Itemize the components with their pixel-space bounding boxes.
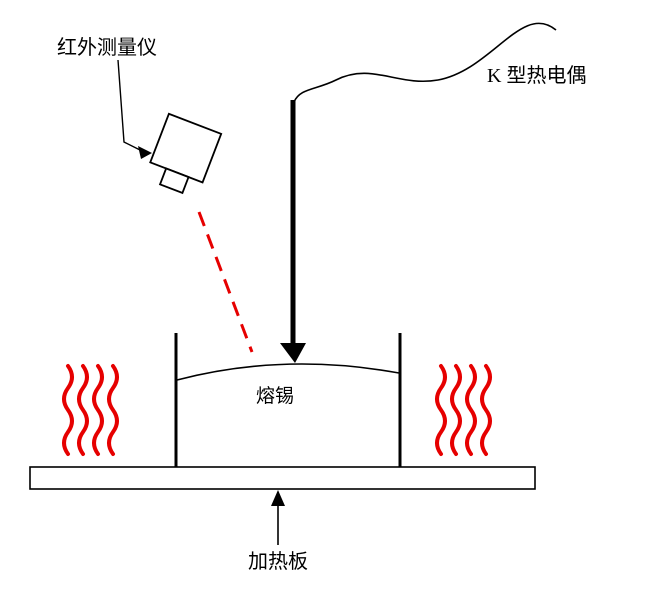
infrared-label: 红外测量仪: [57, 36, 157, 59]
infrared-leader-arrowhead-icon: [138, 146, 152, 159]
heating-plate-arrowhead-icon: [271, 490, 285, 506]
infrared-device-body: [149, 112, 223, 184]
heat-wave-icon: [77, 364, 89, 456]
heating-plate-arrow: [271, 490, 285, 545]
heat-waves-right: [435, 364, 492, 456]
heat-wave-icon: [465, 364, 477, 456]
solder-surface: [176, 363, 400, 381]
infrared-device-lens: [158, 167, 190, 195]
solder-label: 熔锡: [256, 385, 294, 407]
heating-plate: [29, 466, 536, 490]
infrared-beam: [197, 211, 254, 353]
heat-wave-icon: [92, 364, 104, 456]
thermocouple-tip-icon: [280, 343, 306, 363]
heat-waves-left: [62, 364, 119, 456]
infrared-device: [149, 112, 223, 195]
infrared-leader-line: [117, 59, 141, 151]
heat-wave-icon: [107, 364, 119, 456]
heat-wave-icon: [450, 364, 462, 456]
thermocouple-wire: [293, 22, 557, 103]
infrared-label-leader: [117, 59, 152, 159]
heat-wave-icon: [62, 364, 74, 456]
heat-wave-icon: [435, 364, 447, 456]
thermocouple-label: K 型热电偶: [487, 64, 586, 87]
heating-plate-label: 加热板: [248, 550, 308, 573]
heat-wave-icon: [480, 364, 492, 456]
